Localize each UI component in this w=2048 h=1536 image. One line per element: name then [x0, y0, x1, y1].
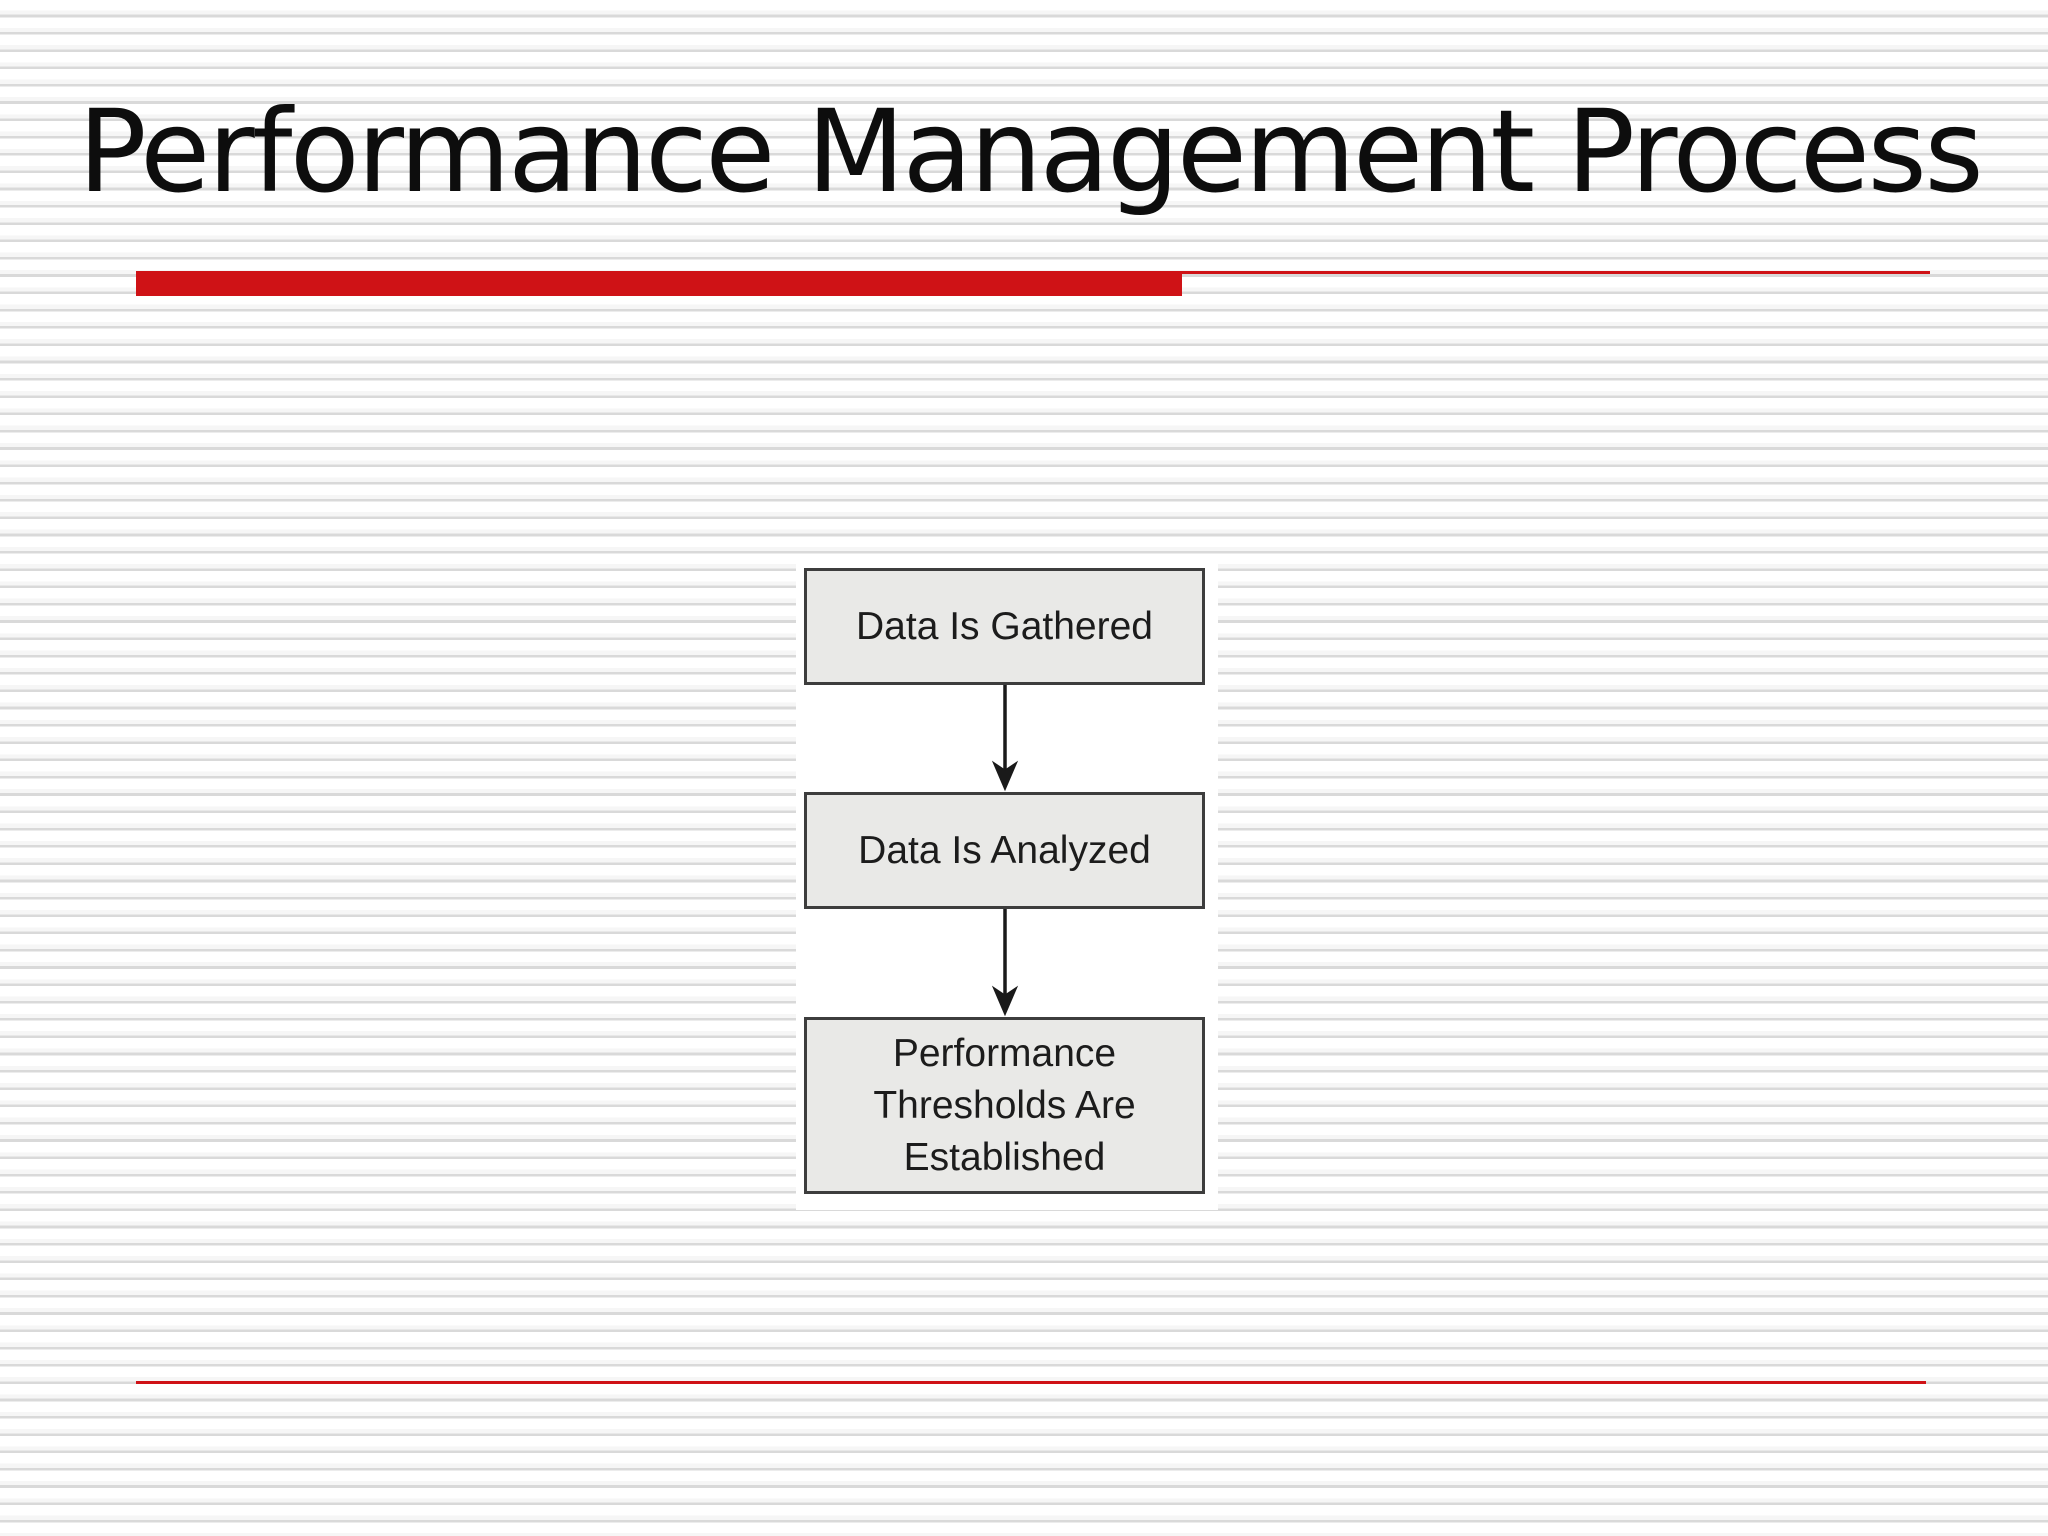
flow-node-label: Data Is Analyzed — [858, 828, 1151, 872]
flow-node-label: Data Is Gathered — [856, 604, 1153, 648]
arrow-down-icon — [991, 909, 1019, 1017]
footer-rule — [136, 1381, 1926, 1384]
arrow-down-icon — [991, 685, 1019, 792]
flowchart-panel: Data Is Gathered Data Is Analyzed Perfor… — [796, 562, 1218, 1210]
page-title: Performance Management Process — [78, 85, 1984, 218]
title-underline-line — [1182, 271, 1930, 274]
flow-node-data-gathered: Data Is Gathered — [804, 568, 1205, 685]
flow-node-thresholds-established: Performance Thresholds Are Established — [804, 1017, 1205, 1194]
flow-node-data-analyzed: Data Is Analyzed — [804, 792, 1205, 909]
flow-node-label: Performance Thresholds Are Established — [873, 1031, 1136, 1179]
title-underline-bar — [136, 271, 1182, 296]
